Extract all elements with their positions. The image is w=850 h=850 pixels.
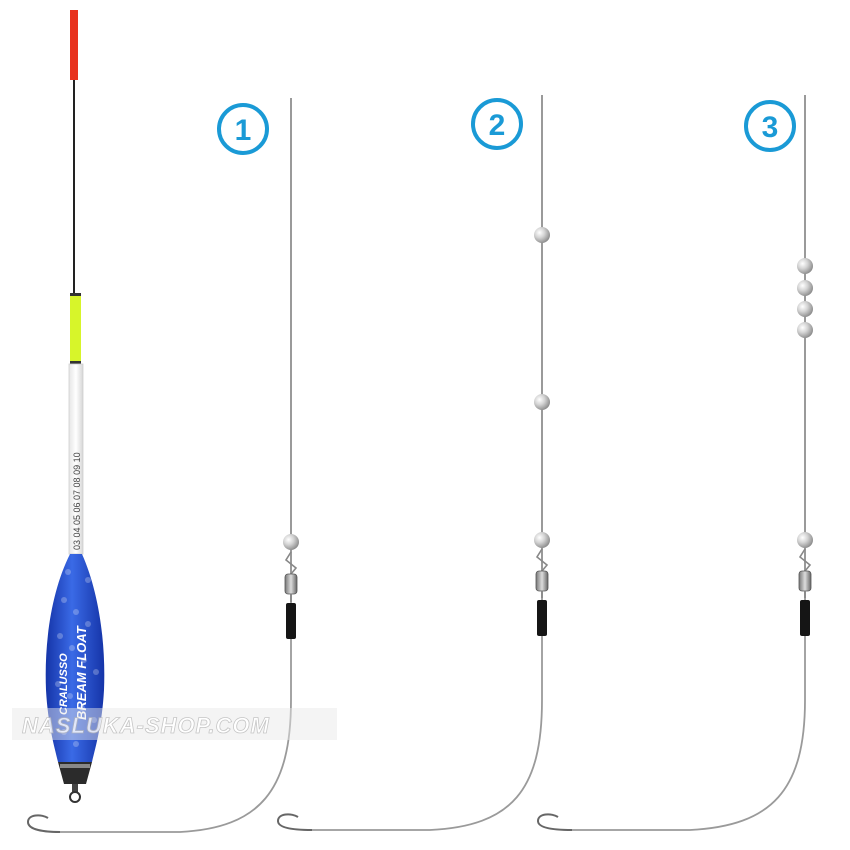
badge-2-label: 2 <box>489 109 506 142</box>
float: 03 04 05 06 07 08 09 10 CRALUSSO BREAM F… <box>45 10 105 803</box>
rig-2-shot-2 <box>534 394 550 410</box>
rig-2-shot-1 <box>534 227 550 243</box>
rig-3: 3 <box>536 95 813 831</box>
rig-1-hook <box>26 814 61 833</box>
float-scale: 03 04 05 06 07 08 09 10 <box>72 452 82 550</box>
rig-1-shot <box>283 534 299 550</box>
rig-1-hooklength <box>60 639 292 833</box>
rig-1-swivel <box>284 573 298 595</box>
badge-1-label: 1 <box>235 114 252 147</box>
float-brand-bottom: BREAM FLOAT <box>74 625 89 720</box>
watermark: NASLUKA-SHOP.COM <box>12 708 337 740</box>
float-body <box>45 554 105 762</box>
float-antenna-wire <box>73 80 75 295</box>
float-eye <box>69 791 81 803</box>
rig-3-shot-3 <box>797 301 813 317</box>
rig-3-shot-5 <box>797 532 813 548</box>
rig-3-shot-4 <box>797 322 813 338</box>
badge-3 <box>744 100 796 152</box>
badge-3-label: 3 <box>762 111 779 144</box>
rig-2-hook <box>276 813 313 831</box>
badge-2 <box>471 98 523 150</box>
rig-3-shot-2 <box>797 280 813 296</box>
rig-1-sleeve <box>286 603 296 639</box>
watermark-text: NASLUKA-SHOP.COM <box>22 713 270 738</box>
rig-3-shot-1 <box>797 258 813 274</box>
rig-2-hooklength <box>312 636 543 831</box>
rig-3-hook <box>536 813 573 831</box>
rig-3-swivel <box>798 570 812 592</box>
float-antenna-tip <box>70 10 78 80</box>
float-brand-top: CRALUSSO <box>58 653 70 715</box>
rig-2-sleeve <box>537 600 547 636</box>
rig-3-hooklength <box>572 636 806 831</box>
rig-3-sleeve <box>800 600 810 636</box>
badge-1 <box>217 103 269 155</box>
rig-2: 2 <box>276 95 550 831</box>
float-antenna-mark <box>70 295 81 363</box>
rig-1: 1 <box>26 98 299 833</box>
rig-2-shot-3 <box>534 532 550 548</box>
rig-2-swivel <box>535 570 549 592</box>
